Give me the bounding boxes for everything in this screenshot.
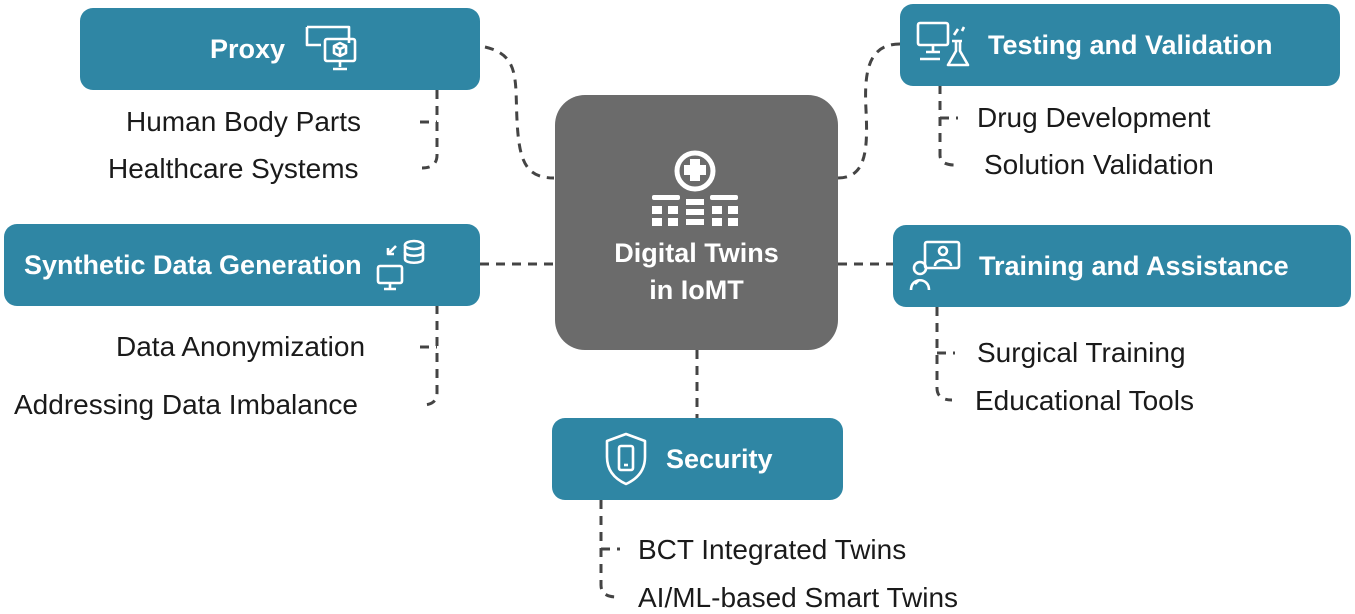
- center-node: Digital Twins in IoMT: [555, 95, 838, 350]
- monitor-cube-icon: [305, 25, 357, 71]
- shield-device-icon: [605, 432, 647, 486]
- proxy-item: Human Body Parts: [126, 106, 361, 137]
- security-item: BCT Integrated Twins: [638, 534, 907, 565]
- computer-lab-icon: [916, 21, 970, 67]
- training-assistance-item: Surgical Training: [977, 337, 1186, 368]
- proxy-label: Proxy: [210, 33, 286, 64]
- training-assistance-node: Training and Assistance: [893, 225, 1351, 307]
- hospital-icon: [652, 150, 738, 226]
- testing-validation-node: Testing and Validation: [900, 4, 1340, 86]
- synthetic-data-label: Synthetic Data Generation: [24, 249, 362, 280]
- center-title-line2: in IoMT: [649, 275, 744, 305]
- synthetic-data-node: Synthetic Data Generation: [4, 224, 480, 306]
- testing-validation-item: Drug Development: [977, 102, 1211, 133]
- center-title-line1: Digital Twins: [614, 238, 779, 268]
- testing-validation-item: Solution Validation: [984, 149, 1214, 180]
- synthetic-data-item: Addressing Data Imbalance: [14, 389, 358, 420]
- security-label: Security: [666, 443, 773, 474]
- training-assistance-label: Training and Assistance: [979, 250, 1289, 281]
- training-assistance-item: Educational Tools: [975, 385, 1194, 416]
- online-teaching-icon: [909, 240, 961, 291]
- proxy-node: Proxy: [80, 8, 480, 90]
- synthetic-data-item: Data Anonymization: [116, 331, 366, 362]
- proxy-item: Healthcare Systems: [108, 153, 359, 184]
- testing-validation-label: Testing and Validation: [988, 29, 1273, 60]
- security-item: AI/ML-based Smart Twins: [638, 582, 959, 613]
- data-transfer-icon: [376, 239, 424, 291]
- security-node: Security: [552, 418, 843, 500]
